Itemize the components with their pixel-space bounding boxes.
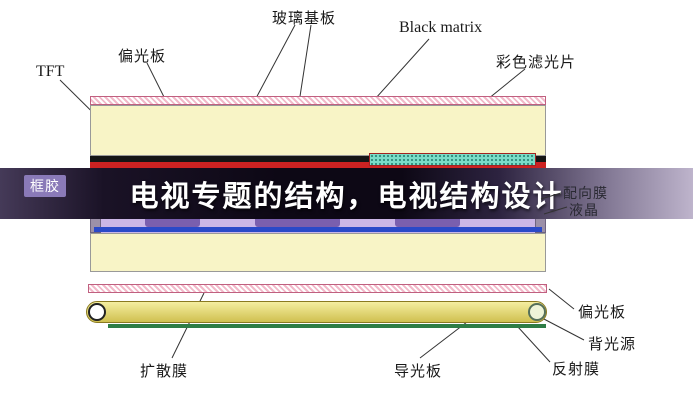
reflector-film-layer — [108, 324, 546, 328]
label-polarizer-top: 偏光板 — [118, 49, 167, 65]
bottom-glass-layer — [90, 233, 546, 272]
label-backlight-source: 背光源 — [588, 337, 637, 353]
electrode-line — [94, 227, 542, 232]
label-diffuser-film: 扩散膜 — [140, 364, 189, 380]
bottom-polarizer-layer — [88, 284, 547, 293]
label-glass-substrate: 玻璃基板 — [272, 11, 337, 27]
banner-title: 电视专题的结构，电视结构设计 — [129, 180, 564, 213]
label-liquid-crystal: 液晶 — [569, 204, 599, 219]
label-alignment-film: 配向膜 — [563, 187, 608, 202]
title-banner: 电视专题的结构，电视结构设计 — [0, 168, 693, 219]
lamp-left-icon — [88, 303, 106, 321]
label-light-guide-plate: 导光板 — [394, 364, 443, 380]
lamp-right-icon — [528, 303, 546, 321]
label-reflector-film: 反射膜 — [552, 362, 601, 378]
label-black-matrix: Black matrix — [399, 19, 483, 36]
label-frame-sealant: 框胶 — [24, 175, 66, 197]
label-color-filter: 彩色滤光片 — [496, 55, 577, 71]
label-polarizer-bottom: 偏光板 — [578, 305, 627, 321]
label-tft: TFT — [36, 63, 65, 80]
black-matrix-layer — [90, 156, 546, 162]
light-guide-plate — [86, 301, 547, 323]
top-polarizer-layer — [90, 96, 546, 105]
color-filter-strip — [369, 153, 536, 166]
top-glass-layer — [90, 105, 546, 156]
